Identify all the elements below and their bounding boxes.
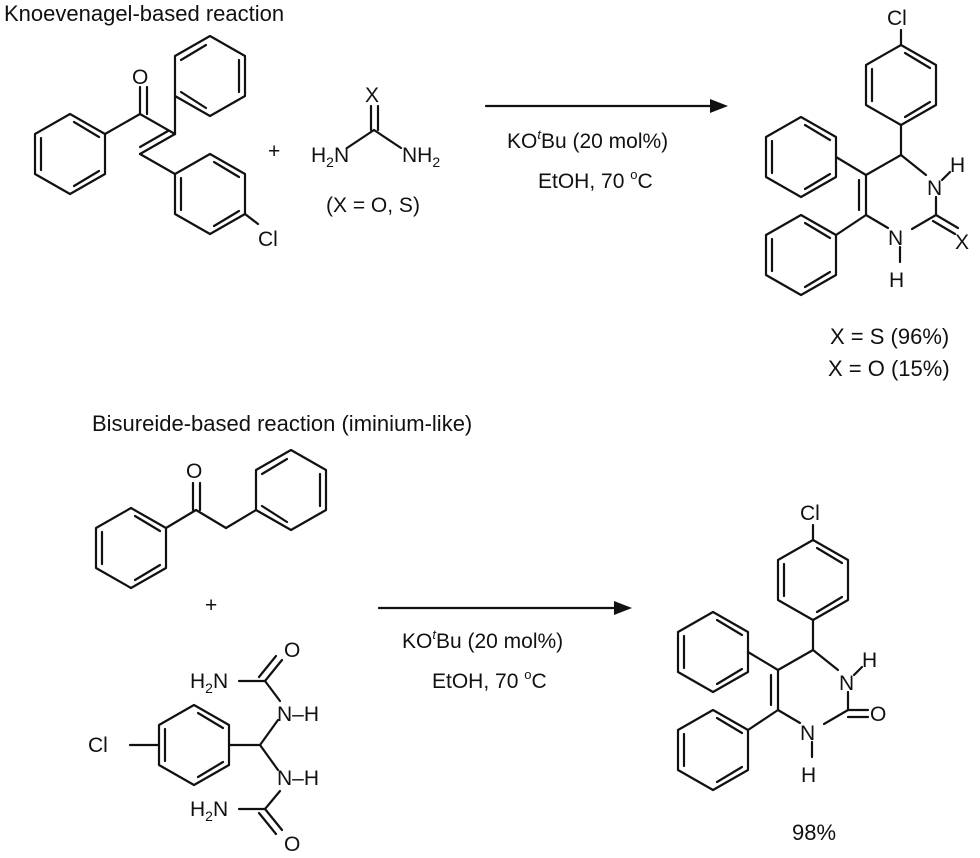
reaction-arrow-2: KOtBu (20 mol%) EtOH, 70 oC (377, 601, 632, 693)
section-title-knoevenagel: Knoevenagel-based reaction (4, 1, 284, 26)
atom-O: O (870, 703, 886, 726)
reactant-bisureide: Cl N–H N–H O H2N O H2N (88, 639, 319, 856)
x-definition-note: (X = O, S) (326, 194, 420, 217)
atom-H: H (862, 649, 877, 672)
reaction-arrow-1: KOtBu (20 mol%) EtOH, 70 oC (484, 99, 728, 193)
atom-O: O (284, 639, 300, 662)
atom-N: N (800, 722, 815, 745)
nh2-label: NH2 (402, 144, 440, 170)
nh-upper: N–H (277, 703, 319, 726)
conditions-solvent-2: EtOH, 70 oC (432, 667, 547, 693)
section-title-bisureide: Bisureide-based reaction (iminium-like) (92, 411, 472, 436)
nh-lower: N–H (277, 767, 319, 790)
plus-sign: + (205, 594, 217, 617)
atom-N: N (888, 227, 903, 250)
atom-Cl: Cl (800, 502, 820, 525)
product-1: Cl N H N H X (764, 7, 969, 297)
conditions-reagent-2: KOtBu (20 mol%) (402, 627, 563, 653)
atom-N: N (927, 177, 942, 200)
h2n-label: H2N (311, 144, 349, 170)
conditions-reagent-1: KOtBu (20 mol%) (507, 127, 668, 153)
reactant-chalcone: O Cl (33, 34, 278, 251)
atom-X: X (365, 84, 379, 107)
atom-O: O (132, 66, 148, 89)
atom-Cl: Cl (258, 228, 278, 251)
reactant-deoxybenzoin: O (94, 448, 328, 590)
h2n-lower: H2N (190, 798, 228, 824)
product-2: Cl N H N H O (676, 502, 886, 792)
plus-sign: + (268, 140, 280, 163)
atom-N: N (839, 672, 854, 695)
conditions-solvent-1: EtOH, 70 oC (538, 167, 653, 193)
reactant-urea: X H2N NH2 (X = O, S) (311, 84, 440, 217)
atom-H: H (950, 154, 965, 177)
yield-product-2: 98% (792, 820, 836, 845)
atom-H: H (889, 269, 904, 292)
yield-thio: X = S (96%) (830, 324, 949, 349)
atom-H: H (801, 764, 816, 787)
atom-Cl: Cl (887, 7, 907, 30)
atom-X: X (955, 231, 969, 254)
atom-O: O (284, 833, 300, 856)
atom-O: O (186, 460, 202, 483)
yield-oxo: X = O (15%) (828, 356, 950, 381)
h2n-upper: H2N (190, 670, 228, 696)
atom-Cl: Cl (88, 734, 108, 757)
